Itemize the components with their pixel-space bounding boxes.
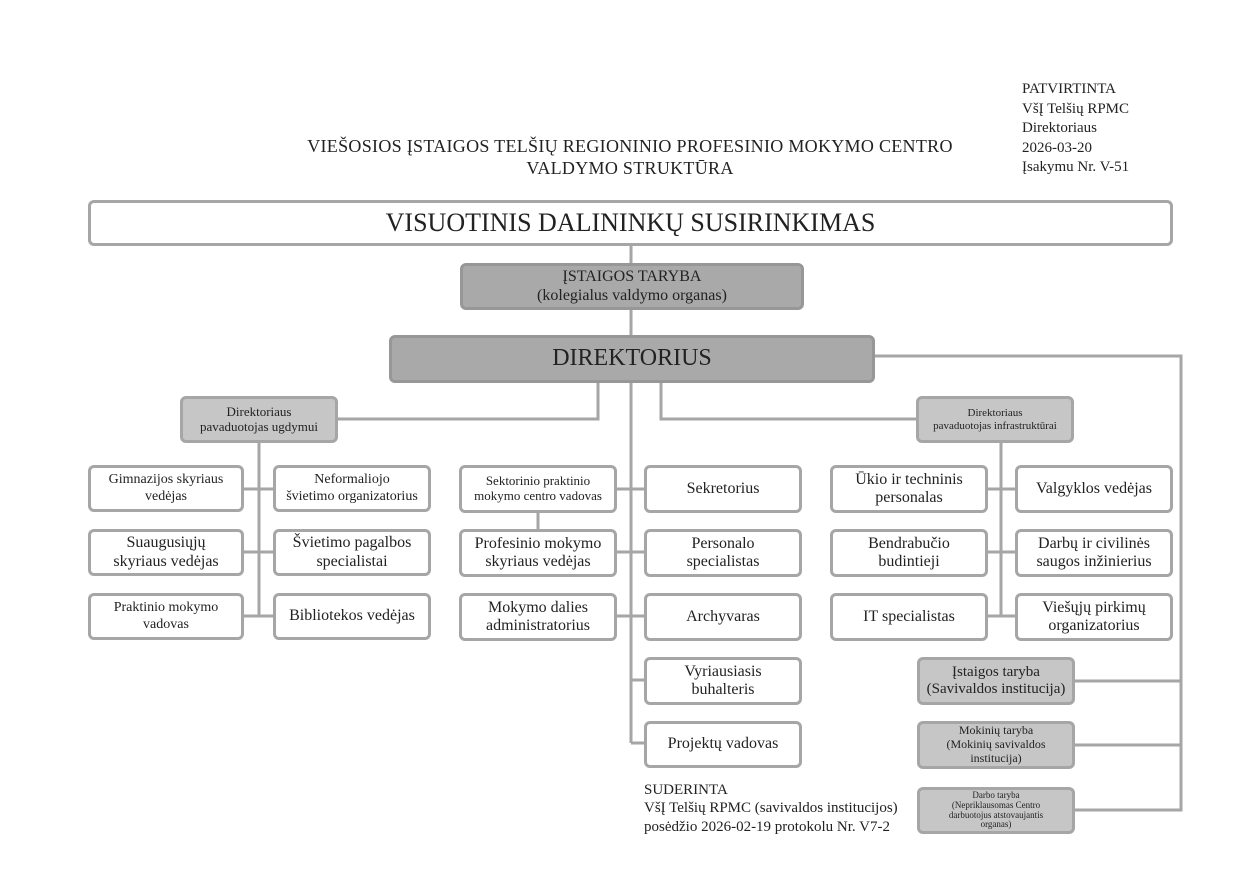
non-formal-organizer-box: Neformaliojo švietimo organizatorius [273,465,431,512]
vocational-division-head-box: Profesinio mokymo skyriaus vedėjas [459,529,617,577]
deputy-infrastructure-box: Direktoriaus pavaduotojas infrastruktūra… [916,396,1074,443]
education-support-box: Švietimo pagalbos specialistai [273,529,431,576]
agreement-note: SUDERINTA VšĮ Telšių RPMC (savivaldos in… [644,782,898,835]
deputy-education-box: Direktoriaus pavaduotojas ugdymui [180,396,338,443]
sectoral-center-head-box: Sektorinio praktinio mokymo centro vadov… [459,465,617,513]
student-council-box: Mokinių taryba (Mokinių savivaldos insti… [917,721,1075,769]
dormitory-duty-box: Bendrabučio budintieji [830,529,988,577]
director-box: DIREKTORIUS [389,335,875,383]
chief-accountant-box: Vyriausiasis buhalteris [644,657,802,705]
secretary-box: Sekretorius [644,465,802,513]
work-council-box: Darbo taryba (Nepriklausomas Centro darb… [917,787,1075,834]
archivist-box: Archyvaras [644,593,802,641]
gymnasium-head-box: Gimnazijos skyriaus vedėjas [88,465,244,512]
canteen-head-box: Valgyklos vedėjas [1015,465,1173,513]
it-specialist-box: IT specialistas [830,593,988,641]
project-manager-box: Projektų vadovas [644,721,802,768]
institution-board-box: ĮSTAIGOS TARYBA (kolegialus valdymo orga… [460,263,804,310]
practical-training-head-box: Praktinio mokymo vadovas [88,593,244,640]
adult-division-head-box: Suaugusiųjų skyriaus vedėjas [88,529,244,576]
hr-specialist-box: Personalo specialistas [644,529,802,577]
library-head-box: Bibliotekos vedėjas [273,593,431,640]
maintenance-staff-box: Ūkio ir techninis personalas [830,465,988,513]
general-assembly-box: VISUOTINIS DALININKŲ SUSIRINKIMAS [88,200,1173,246]
procurement-organizer-box: Viešųjų pirkimų organizatorius [1015,593,1173,641]
safety-engineer-box: Darbų ir civilinės saugos inžinierius [1015,529,1173,577]
approval-stamp: PATVIRTINTA VšĮ Telšių RPMC Direktoriaus… [1022,81,1130,175]
page-title: VIEŠOSIOS ĮSTAIGOS TELŠIŲ REGIONINIO PRO… [307,136,953,178]
training-administrator-box: Mokymo dalies administratorius [459,593,617,641]
institution-council-box: Įstaigos taryba (Savivaldos institucija) [917,657,1075,705]
